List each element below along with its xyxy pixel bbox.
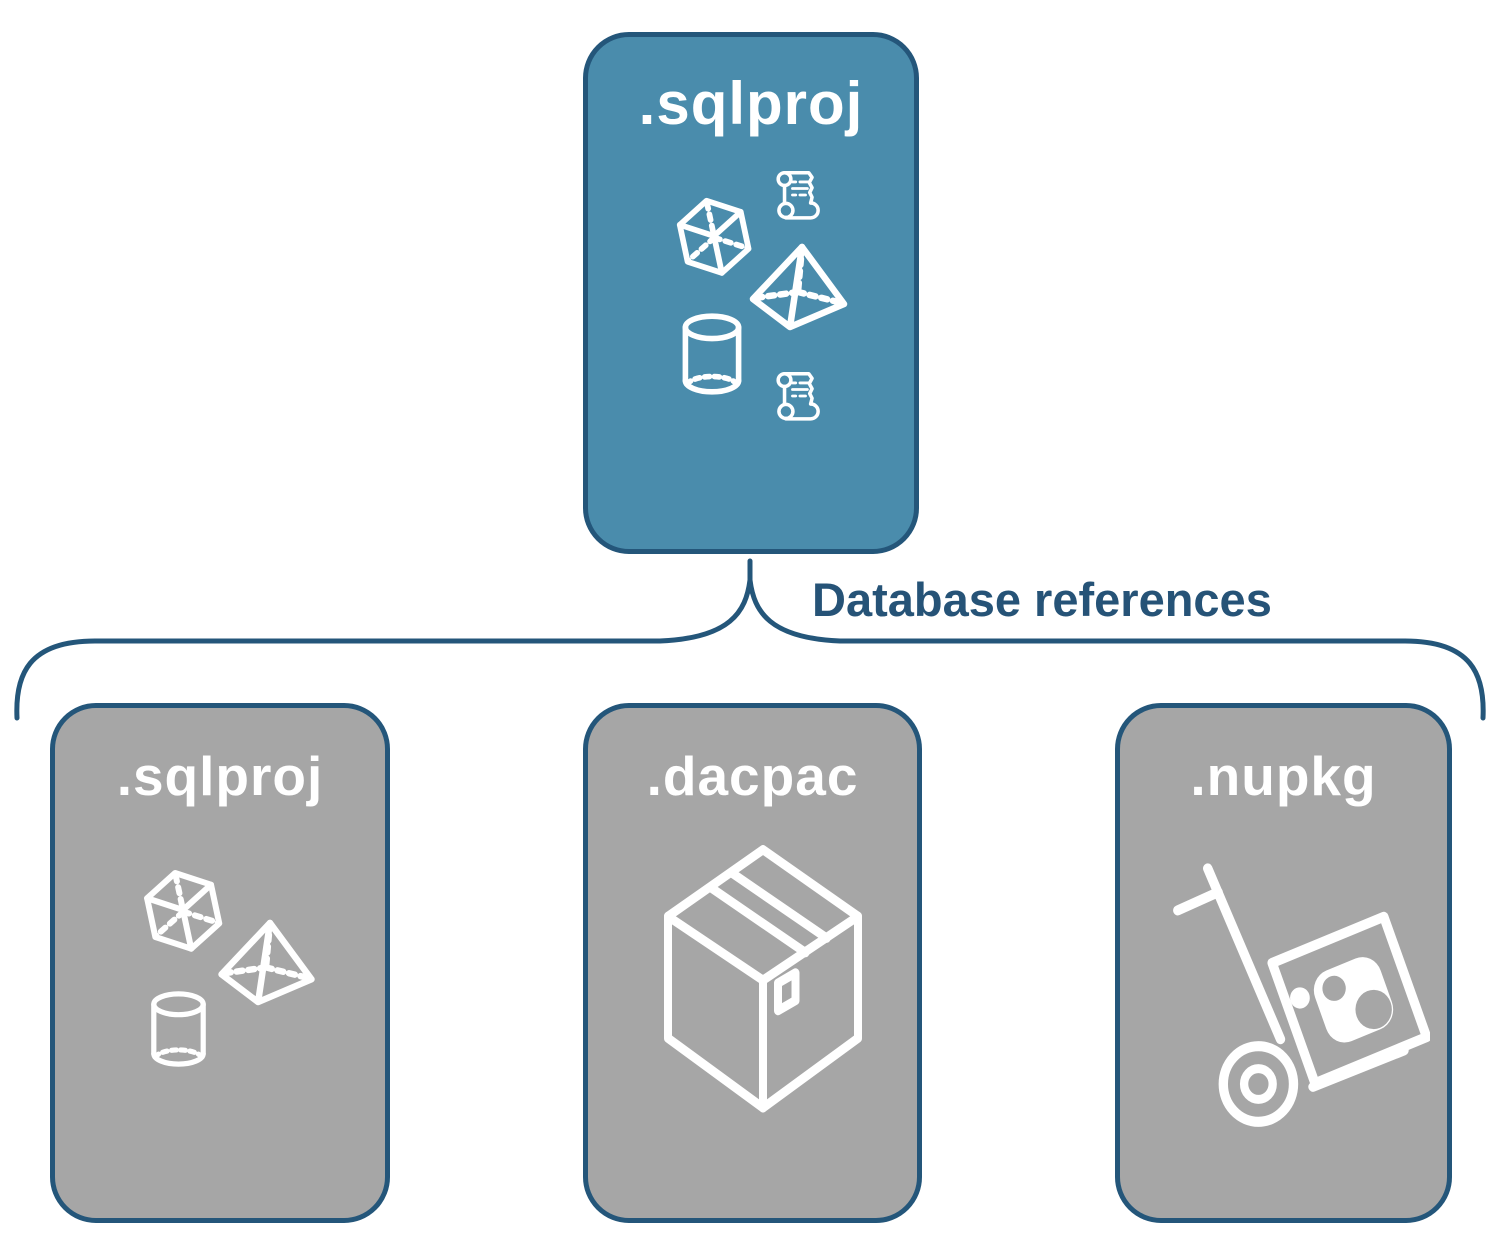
package-box-icon — [664, 845, 862, 1113]
scroll-icon — [776, 372, 820, 421]
node-parent-sqlproj: .sqlproj — [583, 32, 919, 554]
node-label: .sqlproj — [638, 70, 864, 137]
cube-icon — [144, 869, 223, 952]
pyramid-icon — [218, 919, 315, 1006]
node-child-dacpac: .dacpac — [583, 703, 922, 1223]
node-label: .nupkg — [1190, 745, 1377, 807]
node-child-sqlproj: .sqlproj — [50, 703, 390, 1223]
scroll-icon — [776, 171, 820, 220]
connector-label: Database references — [812, 573, 1272, 626]
node-child-nupkg: .nupkg — [1115, 703, 1452, 1223]
pyramid-icon — [749, 243, 848, 331]
node-label: .dacpac — [646, 745, 859, 807]
cylinder-icon — [682, 313, 742, 395]
cylinder-icon — [151, 991, 206, 1067]
hand-truck-package-icon — [1173, 863, 1430, 1127]
node-label: .sqlproj — [116, 745, 324, 807]
cube-icon — [676, 197, 752, 276]
